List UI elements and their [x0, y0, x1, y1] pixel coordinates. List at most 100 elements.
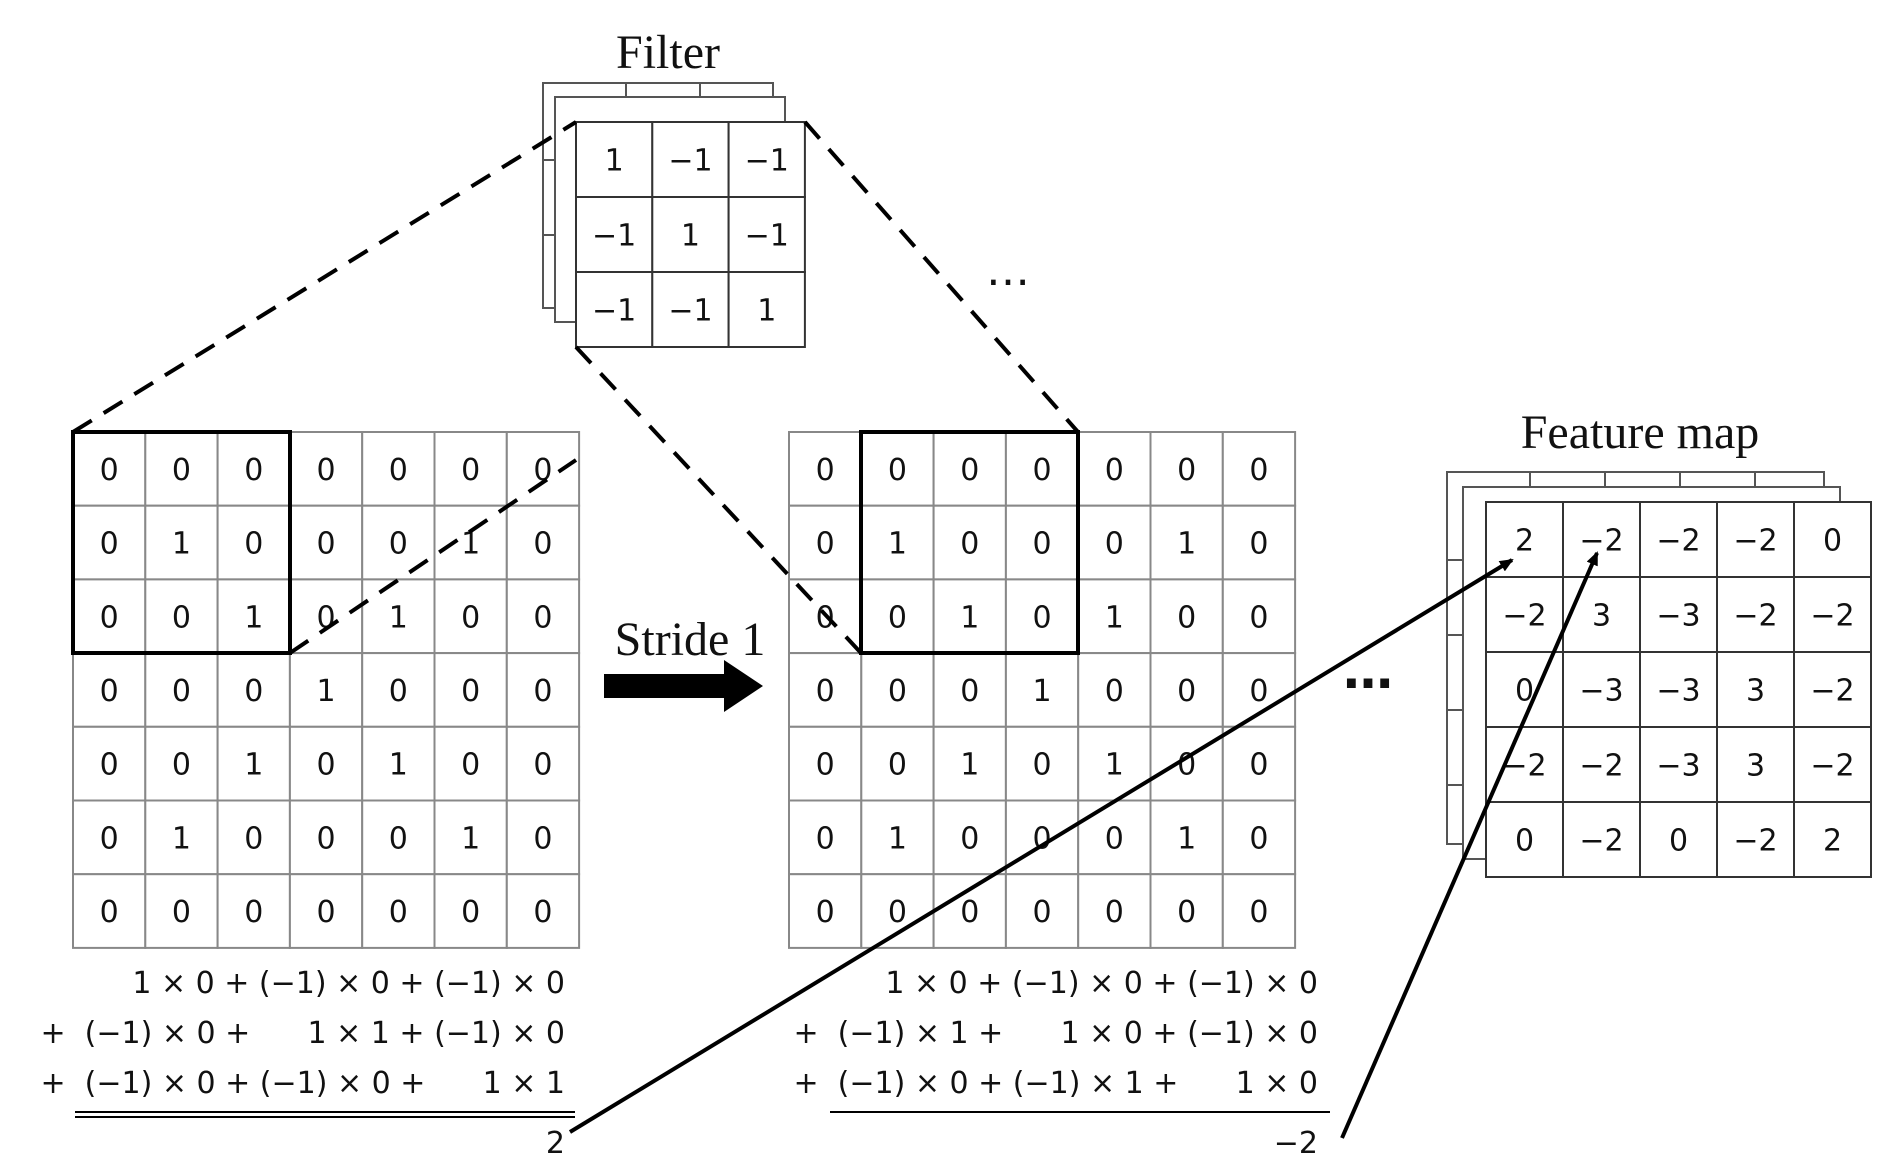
input-right-cell-value: 0: [816, 453, 835, 488]
calculation-right: 1 × 0 + (−1) × 0 + (−1) × 0 + (−1) × 1 +…: [793, 966, 1330, 1161]
input-left-cell: [288, 799, 364, 876]
input-right-cell: [1004, 431, 1080, 507]
feature-map-cell-value: −2: [1579, 824, 1623, 859]
input-left-cell-value: 0: [172, 748, 191, 783]
input-left-cell: [505, 873, 581, 949]
input-left-cell-value: 0: [317, 748, 336, 783]
feature-map-cell: [1639, 726, 1718, 803]
feature-map-cell-value: 0: [1515, 824, 1534, 859]
input-right-cell-value: 0: [1105, 895, 1124, 930]
input-left-cell-value: 0: [100, 748, 119, 783]
input-left-cell-value: 1: [461, 821, 480, 856]
input-right-cell-value: 1: [1177, 527, 1196, 562]
feature-map-cell-value: −2: [1810, 674, 1854, 709]
input-left-cell-value: 1: [389, 748, 408, 783]
feature-map-cell: [1793, 576, 1872, 653]
feature-map-cell-value: −2: [1579, 524, 1623, 559]
input-right-cell-value: 0: [960, 527, 979, 562]
calc-right-line-3: + (−1) × 0 + (−1) × 1 + 1 × 0: [793, 1066, 1318, 1101]
input-left-cell: [505, 578, 581, 655]
feature-map-cell: [1716, 651, 1795, 728]
calc-right-result: −2: [1274, 1126, 1318, 1161]
input-left-cell: [361, 504, 436, 581]
feature-map-cell-value: 2: [1515, 524, 1534, 559]
input-left-cell: [288, 652, 364, 728]
input-left-cell-value: 0: [244, 674, 263, 709]
filter-cell-value: −1: [745, 144, 789, 179]
input-right-cell-value: 0: [816, 895, 835, 930]
input-right-cell: [1221, 799, 1297, 876]
feature-map-cell-value: −3: [1656, 749, 1700, 784]
input-right-cell-value: 1: [960, 748, 979, 783]
feature-map-cell-value: −3: [1656, 674, 1700, 709]
input-right-cell-value: 0: [816, 527, 835, 562]
input-left-cell: [72, 504, 147, 581]
calc-left-line-2: + (−1) × 0 + 1 × 1 + (−1) × 0: [40, 1016, 565, 1051]
input-right-cell-value: 0: [816, 748, 835, 783]
input-right-cell-value: 0: [960, 821, 979, 856]
feature-map-cell-value: −2: [1502, 599, 1546, 634]
input-right-cell-value: 0: [1105, 453, 1124, 488]
ellipsis-filters: …: [986, 245, 1030, 296]
input-left-cell-value: 0: [172, 453, 191, 488]
feature-map-cell: [1716, 726, 1795, 803]
filter-cell-value: 1: [757, 294, 776, 329]
input-right-cell: [788, 799, 863, 876]
input-right-cell: [1221, 578, 1297, 655]
input-right-cell: [1077, 652, 1152, 728]
input-left-cell-value: 1: [244, 600, 263, 635]
feature-map-cell: [1485, 576, 1564, 653]
feature-map-cell-value: −2: [1810, 749, 1854, 784]
input-left-cell-value: 0: [461, 674, 480, 709]
input-left-cell-value: 0: [317, 821, 336, 856]
input-right-cell-value: 0: [1249, 600, 1268, 635]
input-left-cell-value: 0: [100, 527, 119, 562]
input-left-cell-value: 0: [100, 674, 119, 709]
input-right-cell: [1077, 873, 1152, 949]
input-left-cell: [216, 873, 291, 949]
input-left-cell: [216, 652, 291, 728]
input-right-cell-value: 0: [888, 674, 907, 709]
input-right-cell: [860, 725, 935, 802]
feature-map-cell: [1793, 501, 1872, 578]
input-left-cell: [288, 431, 364, 507]
input-left-cell-value: 1: [172, 821, 191, 856]
input-left-cell: [72, 725, 147, 802]
input-left-cell: [433, 652, 508, 728]
feature-map-cell-value: 3: [1746, 674, 1765, 709]
feature-map-cell-value: −2: [1656, 524, 1700, 559]
calc-right-line-1: 1 × 0 + (−1) × 0 + (−1) × 0: [885, 966, 1318, 1001]
input-left-cell-value: 0: [172, 674, 191, 709]
input-right-cell: [1004, 578, 1080, 655]
input-right-cell-value: 1: [1177, 821, 1196, 856]
calc-left-line-1: 1 × 0 + (−1) × 0 + (−1) × 0: [132, 966, 565, 1001]
input-left-cell: [72, 578, 147, 655]
feature-map-cell-value: 0: [1515, 674, 1534, 709]
input-right-cell-value: 0: [1249, 821, 1268, 856]
input-left-cell-value: 0: [244, 895, 263, 930]
input-left-cell-value: 1: [389, 600, 408, 635]
filter-cell: [727, 196, 806, 273]
feature-map-cell-value: −3: [1656, 599, 1700, 634]
stride-arrow: [604, 660, 763, 712]
input-left-cell-value: 0: [389, 527, 408, 562]
input-right-cell-value: 1: [888, 821, 907, 856]
input-right-cell-value: 0: [1249, 748, 1268, 783]
input-right-cell-value: 1: [1105, 600, 1124, 635]
feature-map-title: Feature map: [1521, 406, 1760, 459]
input-left-cell-value: 0: [244, 527, 263, 562]
input-right-cell: [1004, 504, 1080, 581]
input-left-cell-value: 1: [244, 748, 263, 783]
feature-map-cell: [1793, 726, 1872, 803]
input-left-cell: [144, 725, 219, 802]
input-left-cell-value: 0: [533, 748, 552, 783]
input-left-cell-value: 0: [533, 674, 552, 709]
input-left-cell-value: 1: [172, 527, 191, 562]
input-right-cell-value: 0: [816, 674, 835, 709]
feature-map-cell-value: 3: [1746, 749, 1765, 784]
input-left-cell-value: 0: [317, 453, 336, 488]
feature-map-cell-value: 0: [1823, 524, 1842, 559]
input-left-cell-value: 0: [100, 453, 119, 488]
